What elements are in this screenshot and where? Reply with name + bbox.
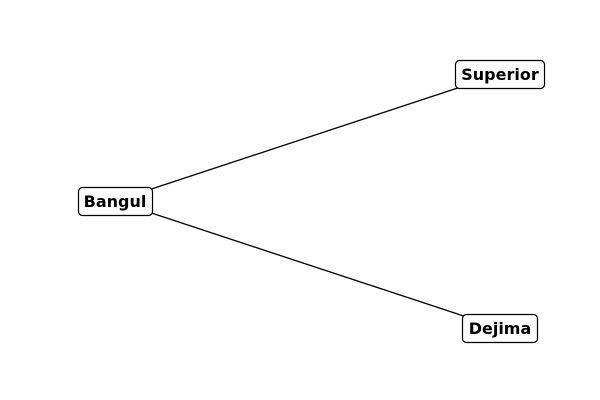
edge-bangul-superior [114,73,501,202]
node-dejima-label: Dejima [469,319,532,338]
node-dejima: Dejima [461,313,539,344]
node-bangul-label: Bangul [84,192,147,211]
node-superior: Superior [454,59,546,90]
edge-bangul-dejima [114,200,501,329]
node-superior-box [454,59,546,90]
node-superior-label: Superior [461,65,539,84]
node-bangul-box [77,186,154,217]
node-dejima-box [461,313,539,344]
node-bangul: Bangul [77,186,154,217]
